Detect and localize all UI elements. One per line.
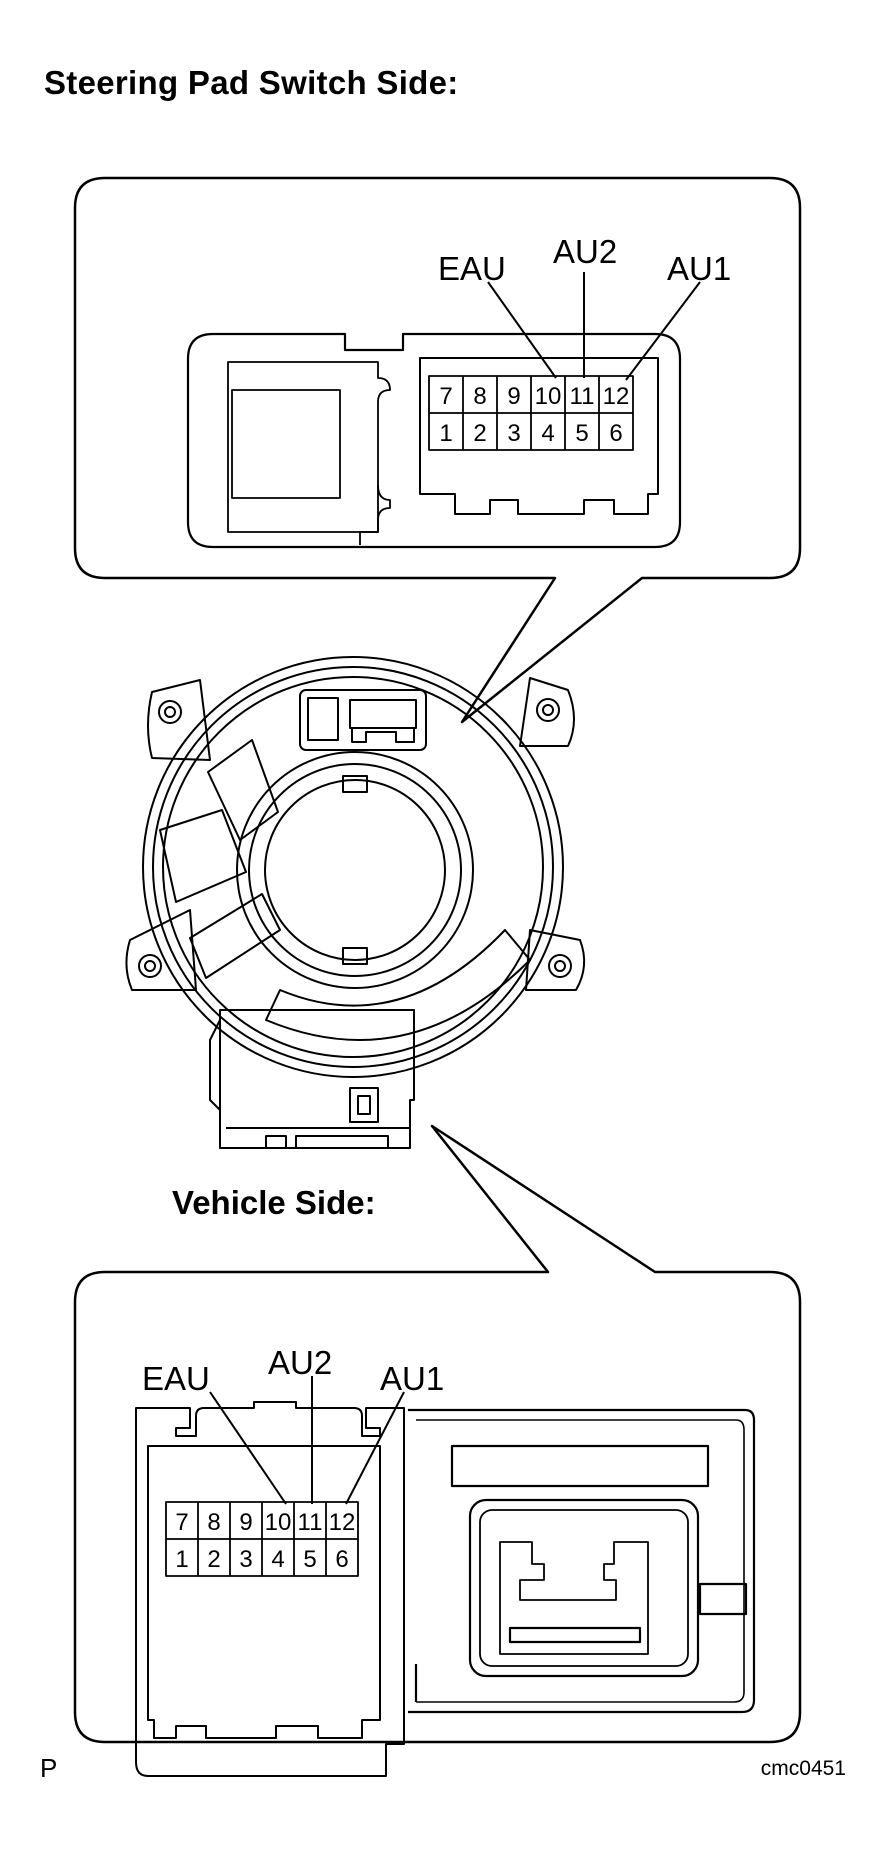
pin-label: 3: [239, 1546, 252, 1573]
bottom-callout-au2: AU2: [268, 1344, 332, 1381]
bottom-connector-housing: [135, 1401, 756, 1777]
bottom-callout-eau: EAU: [142, 1360, 210, 1397]
pin-label: 7: [439, 383, 452, 410]
top-callout-eau: EAU: [438, 250, 506, 287]
pin-label: 4: [541, 420, 554, 447]
pin-label: 5: [303, 1546, 316, 1573]
pin-label: 1: [175, 1546, 188, 1573]
pin-label: 8: [473, 383, 486, 410]
pin-label: 10: [265, 1509, 292, 1536]
pin-label: 1: [439, 420, 452, 447]
pin-label: 6: [609, 420, 622, 447]
spiral-cable-body: [125, 656, 586, 1149]
bottom-callout-balloon: [73, 1124, 802, 1744]
pin-label: 3: [507, 420, 520, 447]
footer-code-left: P: [40, 1753, 58, 1783]
top-pin-grid: [428, 375, 634, 451]
pin-label: 10: [535, 383, 562, 410]
pin-label: 2: [473, 420, 486, 447]
figure-id: cmc0451: [760, 1757, 846, 1780]
pin-label: 7: [175, 1509, 188, 1536]
pin-label: 9: [239, 1509, 252, 1536]
pin-label: 9: [507, 383, 520, 410]
top-callout-balloon: [73, 176, 802, 724]
top-callout-au1: AU1: [667, 250, 731, 287]
bottom-callout-leaders: [209, 1376, 405, 1505]
pin-label: 4: [271, 1546, 284, 1573]
bottom-callout-au1: AU1: [380, 1360, 444, 1397]
pin-label: 5: [575, 420, 588, 447]
page-title: Steering Pad Switch Side:: [44, 64, 459, 101]
pin-label: 6: [335, 1546, 348, 1573]
vehicle-side-title: Vehicle Side:: [172, 1184, 376, 1221]
pin-label: 8: [207, 1509, 220, 1536]
pin-label: 12: [603, 383, 630, 410]
pin-label: 2: [207, 1546, 220, 1573]
pin-label: 11: [298, 1509, 323, 1536]
top-callout-leaders: [487, 272, 701, 381]
pin-label: 11: [570, 383, 595, 410]
bottom-pin-grid: [165, 1501, 359, 1577]
pin-label: 12: [329, 1509, 356, 1536]
top-connector-housing: [186, 332, 682, 549]
top-callout-au2: AU2: [553, 233, 617, 270]
